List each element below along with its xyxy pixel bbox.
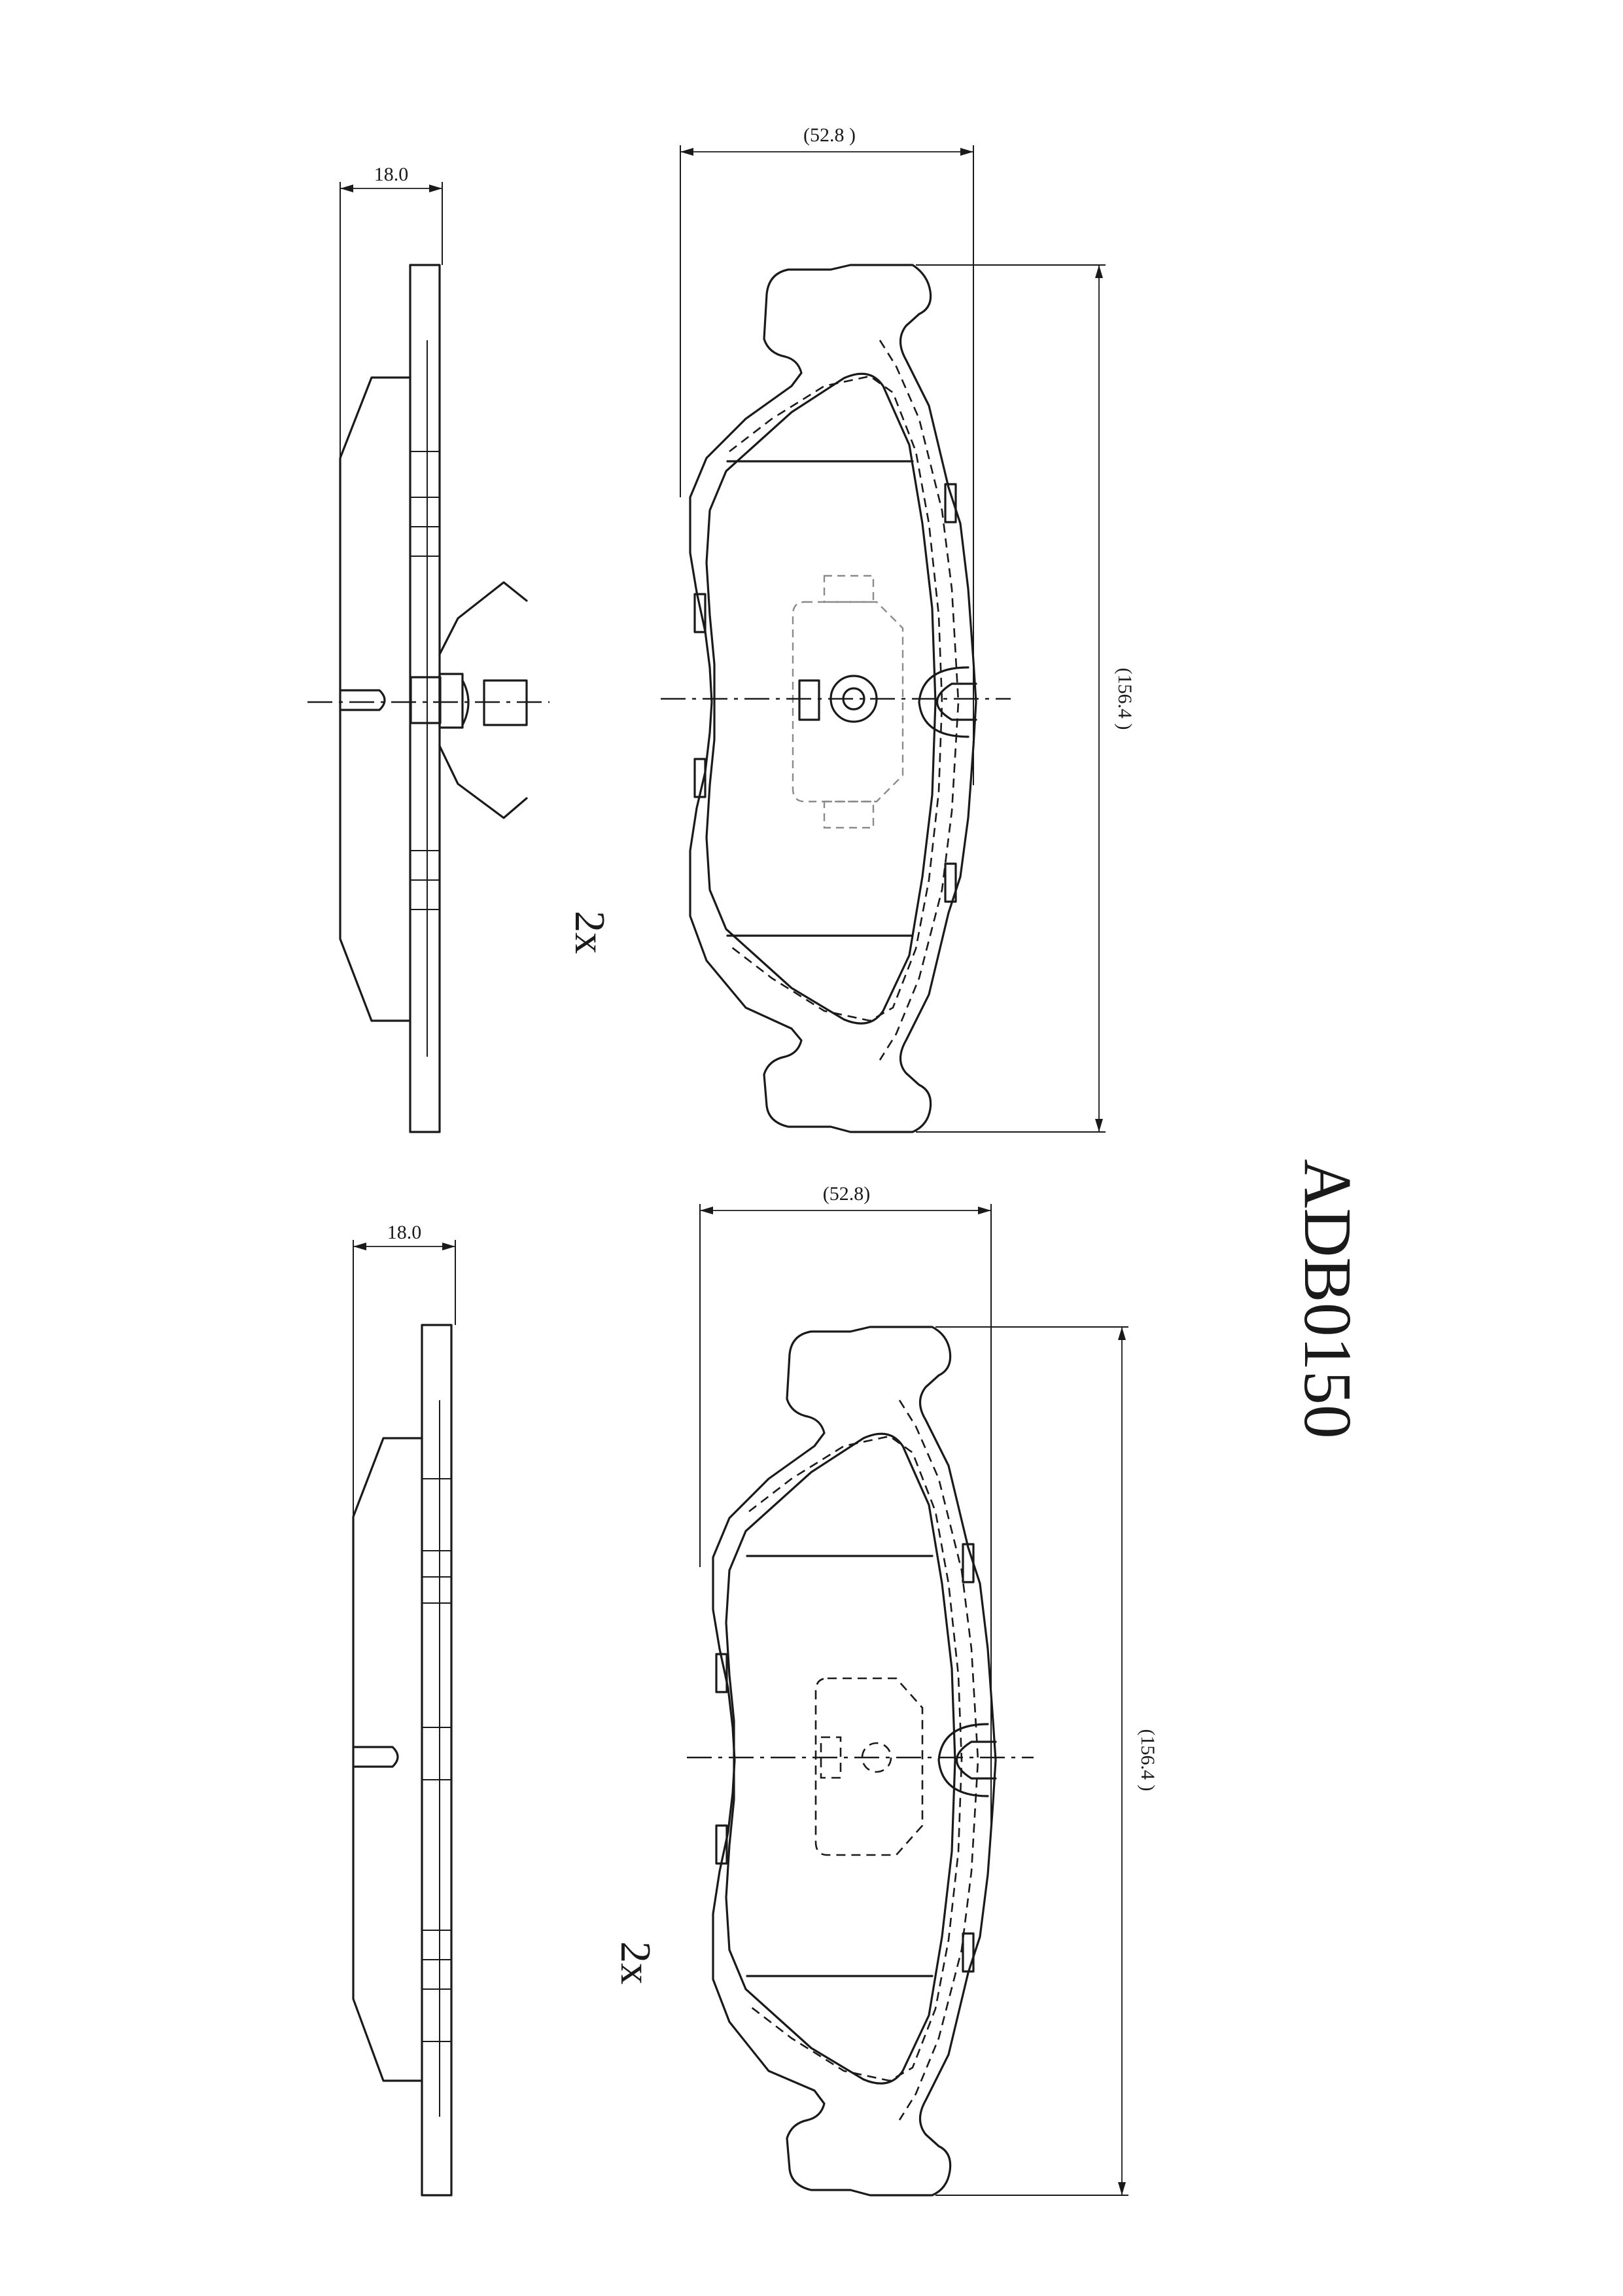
- upper-side-view: 18.0: [307, 164, 550, 1133]
- upper-front-view: (52.8 ) (156.4 ): [661, 124, 1136, 1133]
- lower-thickness-label: 18.0: [387, 1222, 422, 1243]
- lower-quantity-label: 2x: [612, 1941, 659, 1985]
- upper-thickness-label: 18.0: [374, 164, 409, 185]
- upper-quantity-label: 2x: [566, 911, 614, 954]
- lower-front-view: (52.8) (156.4 ): [687, 1183, 1159, 2197]
- upper-width-label: (52.8 ): [803, 124, 856, 146]
- lower-side-view: 18.0: [352, 1222, 456, 2197]
- upper-length-label: (156.4 ): [1114, 668, 1136, 730]
- lower-pad-set: 18.0 (52.8) (: [352, 1183, 1159, 2197]
- upper-pad-set: 18.0: [307, 124, 1136, 1133]
- lower-width-label: (52.8): [823, 1183, 870, 1205]
- part-number: ADB0150: [1290, 1159, 1365, 1439]
- lower-length-label: (156.4 ): [1137, 1729, 1159, 1792]
